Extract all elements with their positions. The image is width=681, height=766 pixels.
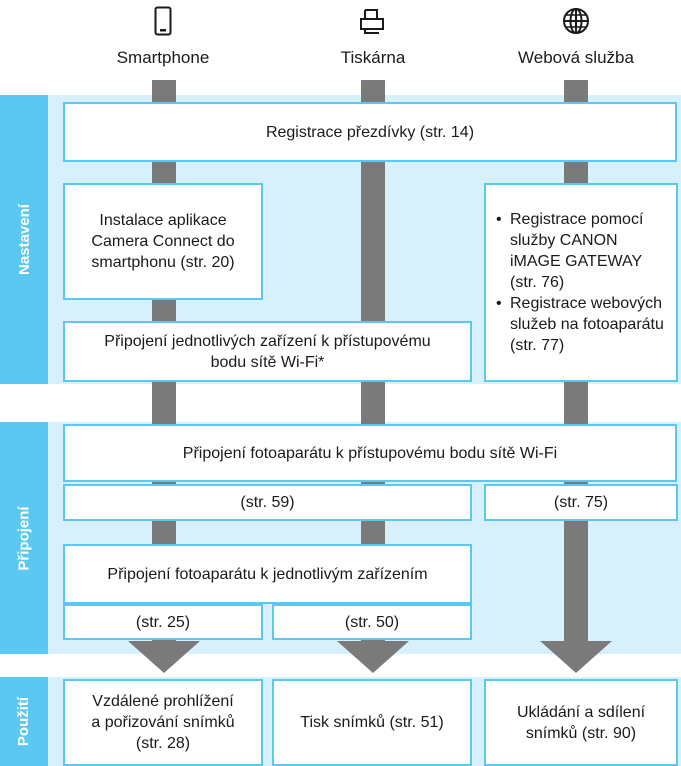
arrow-printer: [337, 641, 409, 673]
section-bar-setup: [0, 95, 48, 384]
box-ref-75: (str. 75): [484, 484, 678, 521]
box-ref-50: (str. 50): [272, 604, 472, 640]
box-camera-to-ap: Připojení fotoaparátu k přístupovému bod…: [63, 424, 677, 482]
web-registration-item: Registrace webových služeb na fotoaparát…: [494, 293, 668, 356]
column-header-printer: Tiskárna: [340, 48, 406, 67]
section-bar-connect: [0, 422, 48, 654]
smartphone-icon: [154, 6, 172, 36]
globe-icon: [563, 8, 589, 34]
box-camera-to-devices: Připojení fotoaparátu k jednotlivým zaří…: [63, 544, 472, 604]
printer-icon: [360, 9, 384, 34]
box-remote-shooting: Vzdálené prohlížení a pořizování snímků …: [63, 679, 263, 766]
arrow-smartphone: [128, 641, 200, 673]
section-label-use: Použití: [15, 696, 33, 747]
column-header-smartphone: Smartphone: [116, 48, 210, 67]
section-label-setup: Nastavení: [15, 204, 33, 275]
box-print-images: Tisk snímků (str. 51): [272, 679, 472, 766]
box-ref-59: (str. 59): [63, 484, 472, 521]
arrow-web: [540, 641, 612, 673]
box-web-registration: Registrace pomocí služby CANON iMAGE GAT…: [484, 183, 678, 382]
section-bar-use: [0, 677, 48, 766]
web-registration-list: Registrace pomocí služby CANON iMAGE GAT…: [494, 209, 668, 356]
box-ref-25: (str. 25): [63, 604, 263, 640]
box-register-nickname: Registrace přezdívky (str. 14): [63, 102, 677, 162]
box-save-share: Ukládání a sdílení snímků (str. 90): [484, 679, 678, 766]
box-connect-devices-to-ap: Připojení jednotlivých zařízení k přístu…: [63, 321, 472, 382]
box-install-camera-connect: Instalace aplikace Camera Connect do sma…: [63, 183, 263, 300]
web-registration-item: Registrace pomocí služby CANON iMAGE GAT…: [494, 209, 668, 293]
column-header-web: Webová služba: [518, 48, 634, 67]
section-label-connect: Připojení: [15, 505, 33, 571]
